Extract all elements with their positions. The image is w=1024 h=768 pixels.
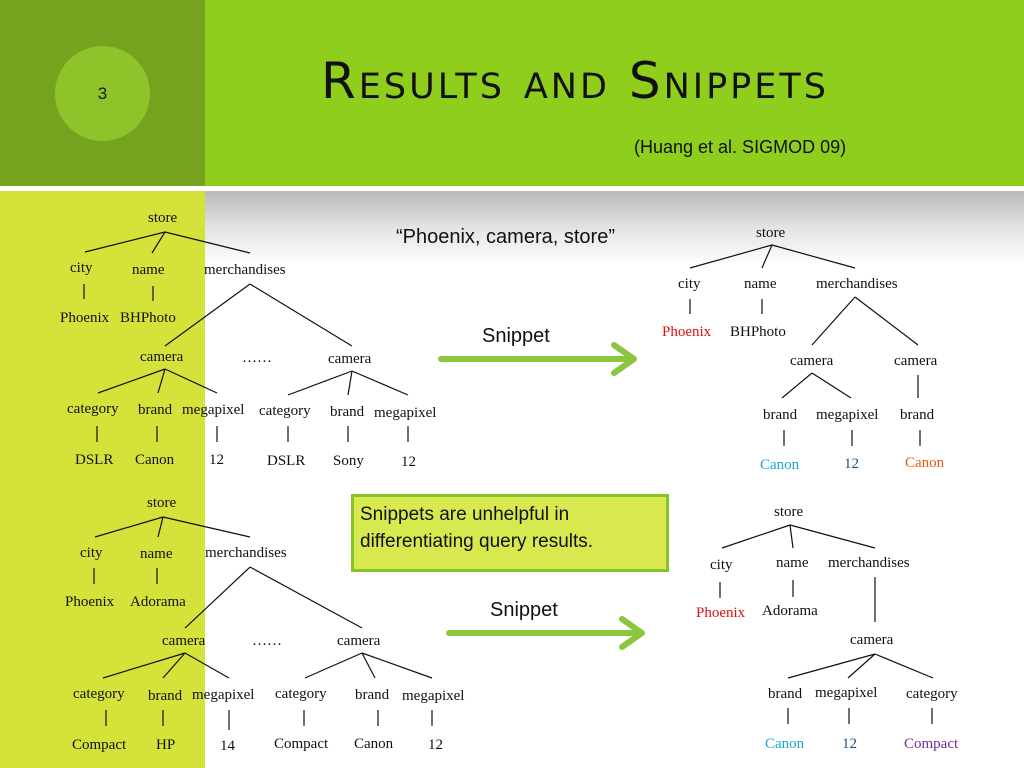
tree-node: 12 (209, 452, 224, 468)
tree-node: megapixel (182, 402, 245, 418)
citation: (Huang et al. SIGMOD 09) (634, 137, 847, 157)
header-divider (0, 186, 1024, 191)
tree-node: name (776, 555, 809, 571)
tree-node: megapixel (192, 687, 255, 703)
tree-node: brand (330, 404, 365, 420)
tree-node: megapixel (402, 688, 465, 704)
tree-node: camera (850, 632, 894, 648)
tree-node: merchandises (828, 555, 910, 571)
tree-node: store (756, 225, 786, 241)
keyword-node: Phoenix (696, 605, 746, 621)
tree-node: name (744, 276, 777, 292)
slide-number-badge (55, 46, 150, 141)
tree-node: DSLR (75, 452, 114, 468)
tree-node: merchandises (816, 276, 898, 292)
tree-node: megapixel (374, 405, 437, 421)
slide-title: Results and Snippets (321, 52, 829, 110)
tree-node: BHPhoto (730, 324, 786, 340)
tree-node: megapixel (816, 407, 879, 423)
tree-node: city (710, 557, 733, 573)
tree-node: DSLR (267, 453, 306, 469)
tree-node: Adorama (130, 594, 186, 610)
tree-node: brand (763, 407, 798, 423)
tree-node: Adorama (762, 603, 818, 619)
tree-node: megapixel (815, 685, 878, 701)
value-node: Canon (905, 455, 945, 471)
tree-node: store (774, 504, 804, 520)
tree-node: category (73, 686, 125, 702)
tree-node: store (148, 210, 178, 226)
tree-node: merchandises (205, 545, 287, 561)
value-node: Canon (765, 736, 805, 752)
query-text: “Phoenix, camera, store” (396, 226, 615, 248)
tree-node: camera (790, 353, 834, 369)
value-node: Canon (760, 457, 800, 473)
callout-line-1: Snippets are unhelpful in (360, 504, 570, 525)
value-node: 12 (842, 736, 857, 752)
tree-node: Canon (135, 452, 175, 468)
tree-node: 12 (401, 454, 416, 470)
tree-node: Compact (72, 737, 127, 753)
tree-node: camera (337, 633, 381, 649)
tree-node: Phoenix (65, 594, 115, 610)
callout-box: Snippets are unhelpful in differentiatin… (351, 494, 669, 572)
tree-node: 14 (220, 738, 235, 754)
tree-node: brand (900, 407, 935, 423)
tree-node: camera (162, 633, 206, 649)
tree-node: store (147, 495, 177, 511)
left-sidebar-bar (0, 191, 205, 768)
tree-node: merchandises (204, 262, 286, 278)
keyword-node: Phoenix (662, 324, 712, 340)
callout-line-2: differentiating query results. (360, 531, 594, 552)
slide-number: 3 (97, 84, 108, 103)
tree-node: HP (156, 737, 176, 753)
value-node: 12 (844, 456, 859, 472)
tree-node: BHPhoto (120, 310, 176, 326)
tree-node: category (67, 401, 119, 417)
tree-node: Phoenix (60, 310, 110, 326)
tree-node: category (906, 686, 958, 702)
tree-node: brand (148, 688, 183, 704)
tree-node: city (70, 260, 93, 276)
tree-node: 12 (428, 737, 443, 753)
tree-node: name (132, 262, 165, 278)
tree-node: camera (894, 353, 938, 369)
tree-node: category (275, 686, 327, 702)
tree-node: brand (138, 402, 173, 418)
gradient-band (205, 191, 1024, 266)
tree-node: brand (768, 686, 803, 702)
tree-node: Sony (333, 453, 364, 469)
value-node: Compact (904, 736, 959, 752)
tree-node: city (80, 545, 103, 561)
snippet-label-2: Snippet (490, 599, 558, 621)
header-title-panel (205, 0, 1024, 186)
tree-node: …… (252, 633, 282, 649)
tree-node: brand (355, 687, 390, 703)
tree-node: Canon (354, 736, 394, 752)
tree-node: camera (328, 351, 372, 367)
tree-node: …… (242, 350, 272, 366)
tree-node: city (678, 276, 701, 292)
tree-node: name (140, 546, 173, 562)
tree-node: Compact (274, 736, 329, 752)
tree-node: category (259, 403, 311, 419)
tree-node: camera (140, 349, 184, 365)
snippet-label-1: Snippet (482, 325, 550, 347)
